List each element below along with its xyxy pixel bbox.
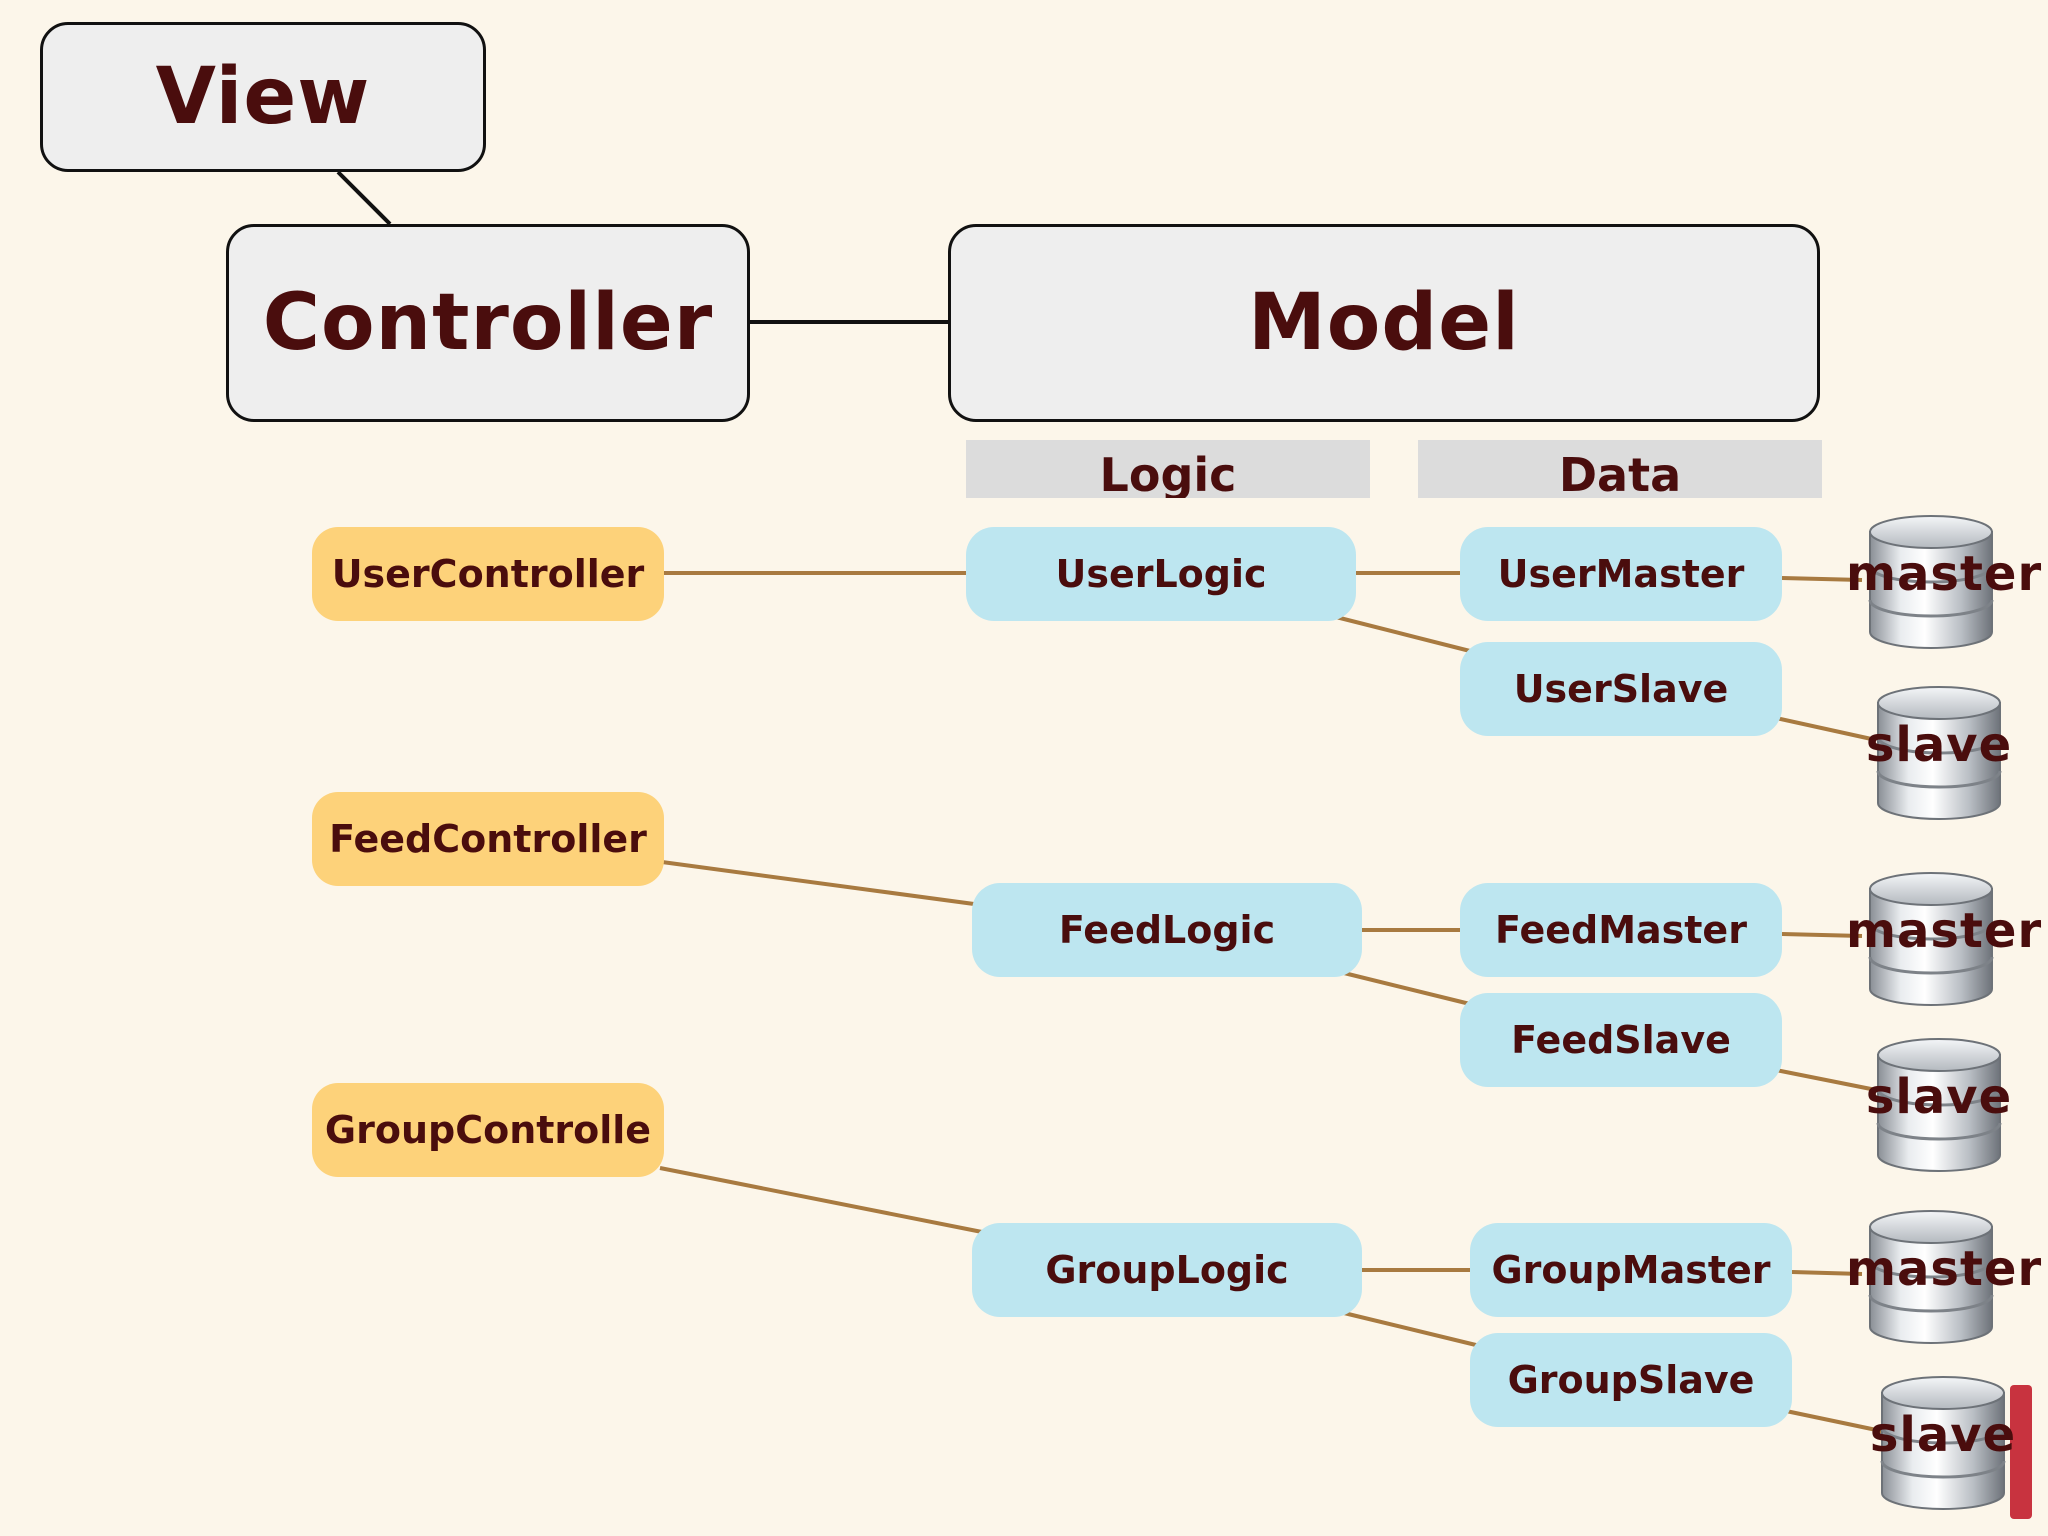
logic-node: FeedLogic xyxy=(972,883,1362,977)
slave-database: slave xyxy=(1870,1373,2015,1513)
master-node-label: UserMaster xyxy=(1497,552,1745,596)
slave-node-label: GroupSlave xyxy=(1507,1358,1755,1402)
logic-node-label: FeedLogic xyxy=(1058,908,1276,952)
groupmaster-db-line xyxy=(1791,1270,1863,1276)
logic-node-label: UserLogic xyxy=(1055,552,1267,596)
master-node: GroupMaster xyxy=(1470,1223,1792,1317)
model-box: Model xyxy=(948,224,1820,422)
userslave-db-line xyxy=(1775,716,1877,742)
slave-node: FeedSlave xyxy=(1460,993,1782,1087)
feedcontroller-feedlogic-line xyxy=(661,860,975,906)
master-node: UserMaster xyxy=(1460,527,1782,621)
logic-node-label: GroupLogic xyxy=(1045,1248,1289,1292)
database-label: master xyxy=(1846,1241,2043,1297)
master-node-label: FeedMaster xyxy=(1495,908,1747,952)
master-database: master xyxy=(1846,1207,2041,1347)
slave-database: slave xyxy=(1866,1035,2011,1175)
groupslave-db-line xyxy=(1785,1409,1887,1434)
database-label: slave xyxy=(1865,1069,2013,1125)
controller-node-label: FeedController xyxy=(329,817,647,861)
controller-label: Controller xyxy=(262,278,714,368)
controller-node: GroupControlle xyxy=(312,1083,664,1177)
logic-header-label: Logic xyxy=(1099,448,1237,498)
data-column-header: Data xyxy=(1418,440,1822,498)
view-controller-line xyxy=(336,170,392,226)
master-database: master xyxy=(1846,869,2041,1009)
logic-column-header: Logic xyxy=(966,440,1370,498)
master-database: master xyxy=(1846,512,2041,652)
slave-node: GroupSlave xyxy=(1470,1333,1792,1427)
logic-node: UserLogic xyxy=(966,527,1356,621)
master-node-label: GroupMaster xyxy=(1491,1248,1771,1292)
slave-node: UserSlave xyxy=(1460,642,1782,736)
feedlogic-feedslave-line xyxy=(1343,971,1471,1006)
controller-node-label: GroupControlle xyxy=(324,1108,652,1152)
controller-node: UserController xyxy=(312,527,664,621)
grouplogic-groupslave-line xyxy=(1343,1311,1481,1348)
master-node: FeedMaster xyxy=(1460,883,1782,977)
slave-database: slave xyxy=(1866,683,2011,823)
view-box: View xyxy=(40,22,486,172)
controller-node: FeedController xyxy=(312,792,664,886)
database-label: slave xyxy=(1869,1407,2017,1463)
controller-box: Controller xyxy=(226,224,750,422)
slave-node-label: FeedSlave xyxy=(1511,1018,1731,1062)
database-label: master xyxy=(1846,903,2043,959)
feedmaster-db-line xyxy=(1781,932,1863,938)
controller-node-label: UserController xyxy=(331,552,645,596)
database-label: master xyxy=(1846,546,2043,602)
data-header-label: Data xyxy=(1558,448,1682,498)
database-label: slave xyxy=(1865,717,2013,773)
view-label: View xyxy=(155,52,371,142)
model-label: Model xyxy=(1248,278,1520,368)
usermaster-db-line xyxy=(1781,576,1863,582)
red-marker xyxy=(2010,1385,2032,1519)
logic-node: GroupLogic xyxy=(972,1223,1362,1317)
slave-node-label: UserSlave xyxy=(1513,667,1729,711)
userlogic-userslave-line xyxy=(1335,615,1471,653)
feedslave-db-line xyxy=(1775,1068,1877,1092)
groupcontroller-grouplogic-line xyxy=(659,1166,983,1234)
